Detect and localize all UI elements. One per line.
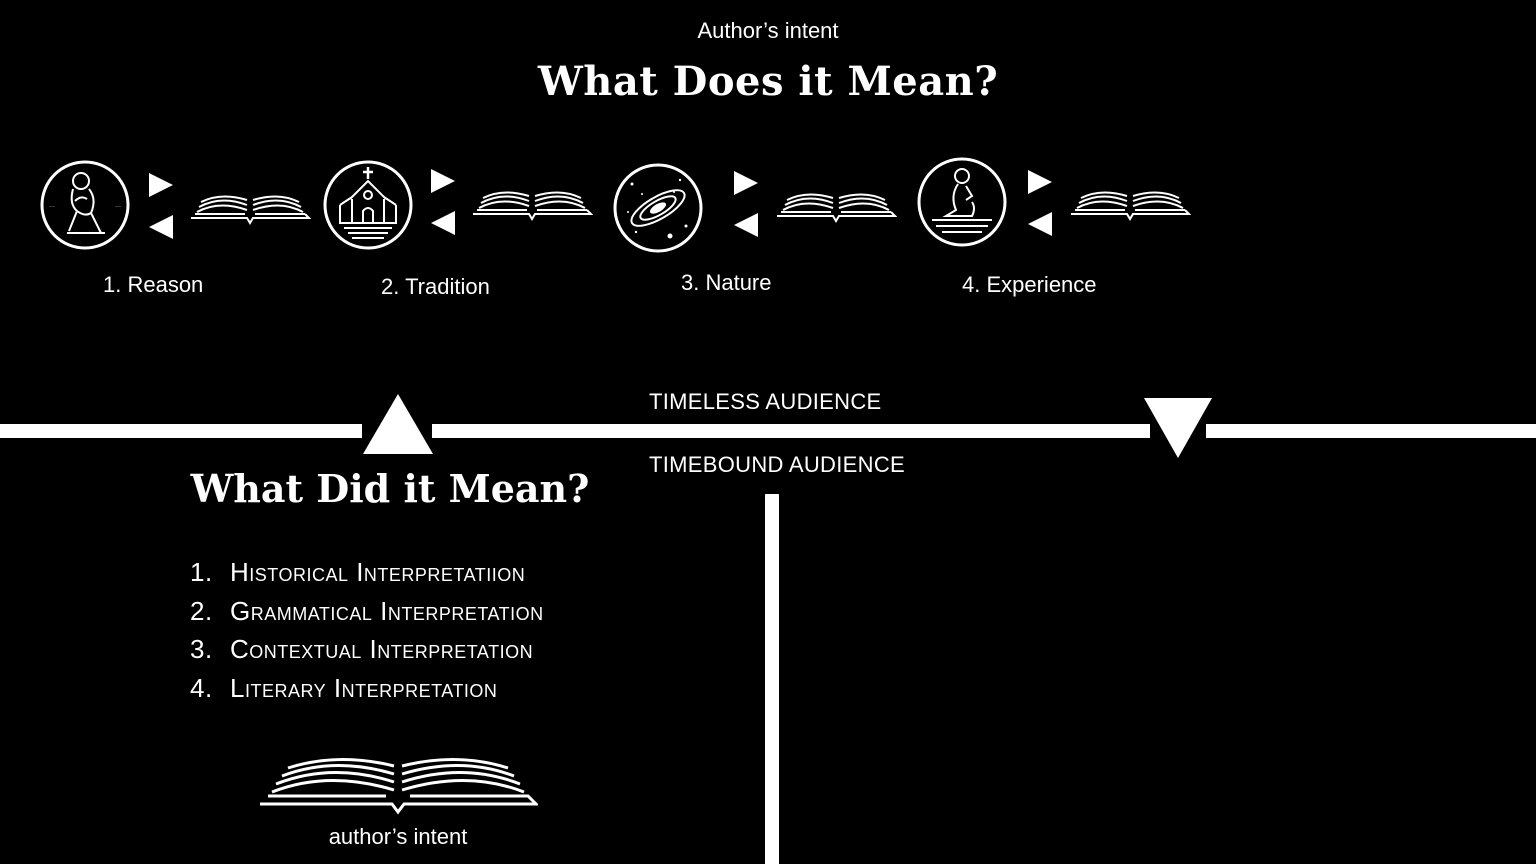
list-item-number: 3.: [190, 634, 213, 664]
up-triangle-icon: [363, 394, 433, 454]
list-item-label: Contextual Interpretation: [230, 634, 534, 664]
list-item: 2. Grammatical Interpretation: [190, 592, 544, 631]
exchange-arrows-icon: [734, 171, 758, 237]
exchange-arrows-icon: [431, 169, 455, 235]
timeline-divider-right: [1206, 424, 1536, 438]
open-book-icon: [473, 191, 593, 221]
list-item-label: Historical Interpretatiion: [230, 557, 526, 587]
open-book-icon: [260, 757, 538, 815]
praying-person-icon: [917, 157, 1007, 247]
thinker-statue-icon: ··· ···: [40, 160, 130, 250]
timeline-divider-center: [432, 424, 1150, 438]
open-book-icon: [777, 193, 897, 223]
list-item-number: 4.: [190, 672, 213, 703]
svg-text:···: ···: [115, 204, 121, 210]
exchange-arrows-icon: [1028, 170, 1052, 236]
past-meaning-title: What Did it Mean?: [190, 466, 590, 511]
timeless-audience-label: TIMELESS AUDIENCE: [649, 389, 882, 414]
source-label-tradition: 2. Tradition: [381, 274, 490, 299]
authors-intent-caption: author’s intent: [328, 824, 468, 849]
list-item: 1. Historical Interpretatiion: [190, 553, 544, 592]
timeline-divider-left: [0, 424, 362, 438]
main-title: What Does it Mean?: [537, 58, 999, 105]
church-icon: [323, 160, 413, 250]
interpretation-methods-list: 1. Historical Interpretatiion 2. Grammatic…: [190, 553, 544, 707]
list-item-label: Literary Interpretation: [230, 672, 498, 703]
list-item-label: Grammatical Interpretation: [230, 595, 544, 626]
list-item: 3. Contextual Interpretation: [190, 630, 544, 669]
open-book-icon: [1071, 191, 1191, 221]
open-book-icon: [191, 195, 311, 225]
source-label-nature: 3. Nature: [681, 270, 772, 295]
source-label-experience: 4. Experience: [962, 272, 1097, 297]
exchange-arrows-icon: [149, 173, 173, 239]
header-subtitle: Author’s intent: [697, 18, 839, 43]
list-item: 4. Literary Interpretation: [190, 669, 544, 708]
list-item-number: 2.: [190, 595, 213, 626]
list-item-number: 1.: [190, 557, 213, 587]
vertical-divider: [765, 494, 779, 864]
svg-text:···: ···: [49, 204, 55, 210]
galaxy-icon: [613, 163, 703, 253]
timebound-audience-label: TIMEBOUND AUDIENCE: [649, 452, 905, 477]
down-triangle-icon: [1144, 398, 1212, 458]
source-label-reason: 1. Reason: [103, 272, 204, 297]
